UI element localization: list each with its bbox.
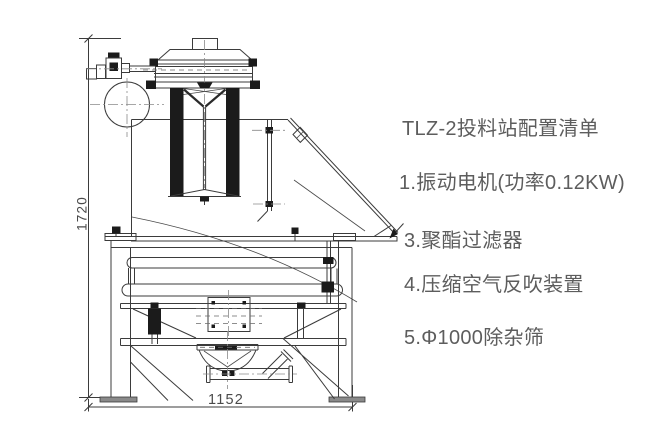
dimension-label-height: 1720 bbox=[74, 196, 90, 231]
support-column-left bbox=[170, 88, 184, 196]
mounting-plate bbox=[196, 290, 262, 336]
rubber-dampers bbox=[148, 302, 306, 344]
parts-list-item-air-blowback: 4.压缩空气反吹装置 bbox=[404, 274, 584, 296]
spreader-cone bbox=[168, 188, 241, 205]
agitator-shaft bbox=[202, 106, 207, 190]
parts-list-item-cleaning-sieve: 5.Φ1000除杂筛 bbox=[404, 327, 545, 349]
feeder-cone-assembly bbox=[168, 40, 241, 205]
swing-arc-2 bbox=[293, 179, 366, 232]
drain-stub-pipe bbox=[262, 349, 294, 379]
parts-list-title: TLZ-2投料站配置清单 bbox=[402, 118, 599, 140]
support-column-right bbox=[226, 88, 240, 196]
hanger-rod bbox=[321, 241, 334, 304]
filter-tube bbox=[252, 119, 285, 222]
support-frame bbox=[99, 226, 398, 403]
inspection-port bbox=[90, 78, 164, 137]
sieve-feeder-head bbox=[143, 38, 260, 89]
conical-hood bbox=[156, 49, 254, 61]
dimension-line-1720 bbox=[79, 34, 121, 402]
parts-list-item-vibration-motor: 1.振动电机(功率0.12KW) bbox=[399, 172, 625, 194]
discharge-cone bbox=[196, 331, 297, 389]
blowback-nozzle bbox=[292, 126, 309, 144]
parts-list-item-polyester-filter: 3.聚酯过滤器 bbox=[404, 230, 523, 252]
rotary-screen-deck bbox=[121, 241, 343, 344]
leader-arrow bbox=[389, 223, 404, 239]
diagonal-braces bbox=[130, 308, 349, 401]
inlet-valve-assembly bbox=[86, 52, 162, 80]
inlet-spout bbox=[192, 38, 218, 50]
feed-cone bbox=[183, 88, 227, 108]
frame-legs bbox=[99, 240, 366, 403]
dimension-label-width: 1152 bbox=[208, 392, 244, 408]
inlet-pipe bbox=[129, 65, 156, 72]
